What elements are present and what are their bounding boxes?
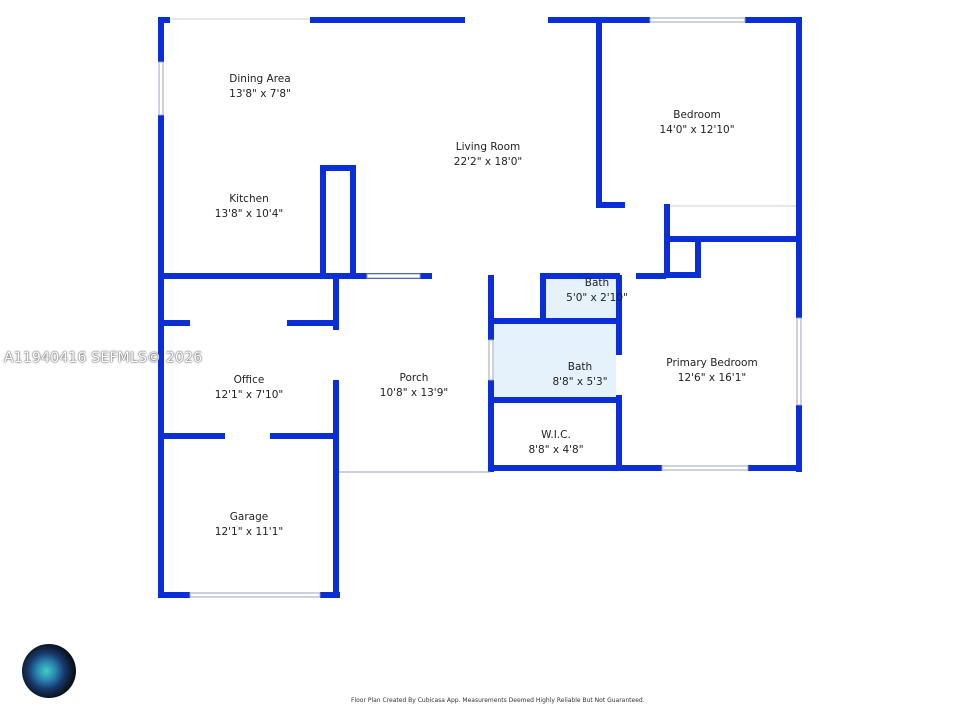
room-kitchen: Kitchen 13'8" x 10'4"	[215, 192, 283, 222]
windows	[158, 17, 802, 598]
room-size: 5'0" x 2'10"	[566, 292, 628, 304]
bath-fill	[494, 324, 616, 397]
room-porch: Porch 10'8" x 13'9"	[380, 371, 448, 401]
room-office: Office 12'1" x 7'10"	[215, 373, 283, 403]
watermark: A11940416 SEFMLS© 2026	[4, 350, 203, 366]
walls	[158, 17, 802, 598]
room-name: Bedroom	[673, 109, 721, 121]
room-name: Dining Area	[229, 73, 291, 85]
room-name: W.I.C.	[541, 429, 571, 441]
room-size: 12'6" x 16'1"	[677, 372, 747, 384]
room-dining-area: Dining Area 13'8" x 7'8"	[229, 72, 291, 102]
room-name: Garage	[229, 511, 269, 523]
room-name: Porch	[399, 372, 429, 384]
room-name: Primary Bedroom	[666, 357, 758, 369]
room-wic: W.I.C. 8'8" x 4'8"	[528, 428, 583, 458]
room-size: 13'8" x 7'8"	[229, 88, 291, 100]
room-size: 22'2" x 18'0"	[453, 156, 523, 168]
room-name: Office	[233, 374, 265, 386]
room-primary-bedroom: Primary Bedroom 12'6" x 16'1"	[666, 356, 757, 386]
room-size: 8'8" x 5'3"	[552, 376, 608, 388]
room-bedroom: Bedroom 14'0" x 12'10"	[659, 108, 734, 138]
room-bath-small: Bath 5'0" x 2'10"	[566, 276, 628, 306]
room-size: 10'8" x 13'9"	[379, 387, 449, 399]
room-bath: Bath 8'8" x 5'3"	[552, 360, 607, 390]
room-size: 8'8" x 4'8"	[528, 444, 584, 456]
room-name: Living Room	[455, 141, 521, 153]
camera-lens-logo	[22, 644, 76, 698]
bath-small-fill	[546, 279, 616, 319]
room-name: Bath	[584, 277, 610, 289]
room-garage: Garage 12'1" x 11'1"	[215, 510, 283, 540]
room-name: Bath	[567, 361, 593, 373]
room-size: 12'1" x 11'1"	[214, 526, 284, 538]
room-size: 14'0" x 12'10"	[659, 124, 735, 136]
room-size: 12'1" x 7'10"	[214, 389, 284, 401]
footer-disclaimer: Floor Plan Created By Cubicasa App. Meas…	[351, 697, 645, 704]
room-living-room: Living Room 22'2" x 18'0"	[454, 140, 522, 170]
room-size: 13'8" x 10'4"	[214, 208, 284, 220]
room-name: Kitchen	[229, 193, 269, 205]
